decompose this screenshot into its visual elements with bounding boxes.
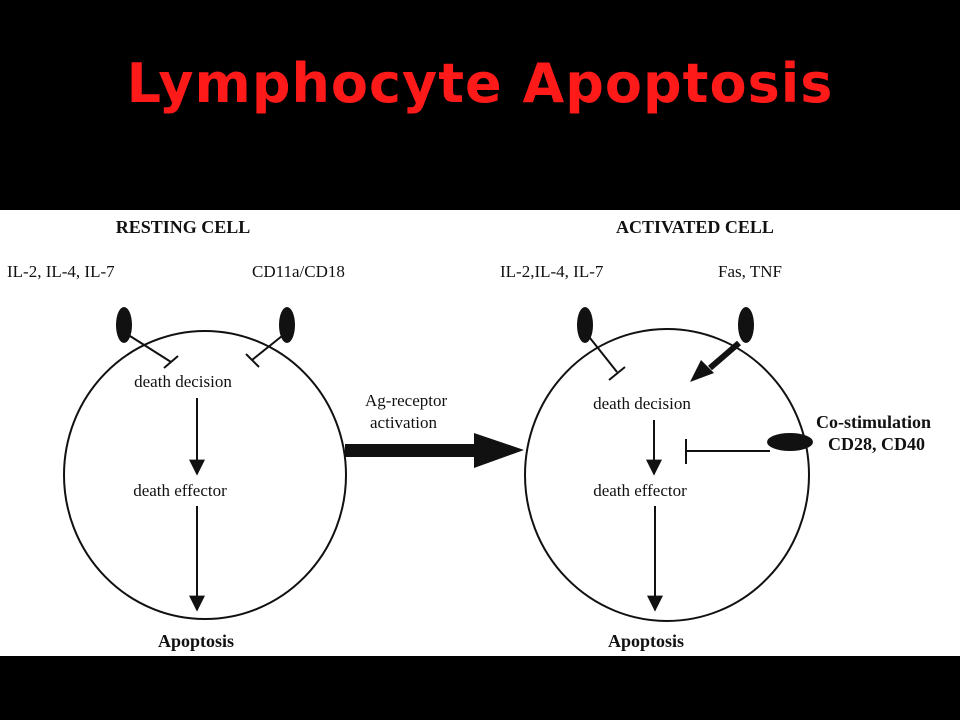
apoptosis-diagram: RESTING CELL IL-2, IL-4, IL-7 CD11a/CD18… (7, 217, 931, 651)
resting-receptor-right-label: CD11a/CD18 (252, 262, 345, 281)
resting-death-decision: death decision (134, 372, 232, 391)
costimulation-label-line1: Co-stimulation (816, 412, 931, 432)
activated-receptor-right (738, 307, 754, 343)
activated-receptor-right-label: Fas, TNF (718, 262, 782, 281)
resting-death-effector: death effector (133, 481, 227, 500)
resting-inhibit-bar-right (245, 353, 260, 368)
resting-receptor-left-label: IL-2, IL-4, IL-7 (7, 262, 115, 281)
transition-label-line2: activation (370, 413, 438, 432)
activated-fas-arrow-head (690, 360, 714, 382)
costimulation-receptor (767, 433, 813, 451)
transition-label-line1: Ag-receptor (365, 391, 447, 410)
resting-inhibit-line-left (129, 335, 172, 363)
activated-inhibit-line-left (589, 337, 618, 373)
resting-cell-membrane (63, 330, 347, 620)
resting-inhibit-bar-left (163, 355, 179, 369)
activated-apoptosis-label: Apoptosis (608, 631, 684, 651)
activated-inhibit-bar-left (608, 366, 626, 381)
activated-cell-membrane (524, 328, 810, 622)
resting-receptor-left (116, 307, 132, 343)
transition-arrow-head (474, 433, 524, 468)
costimulation-label-line2: CD28, CD40 (828, 434, 925, 454)
resting-inhibit-line-right (251, 335, 283, 361)
activated-receptor-left (577, 307, 593, 343)
diagram-panel: RESTING CELL IL-2, IL-4, IL-7 CD11a/CD18… (0, 210, 960, 656)
slide-title: Lymphocyte Apoptosis (126, 52, 834, 115)
activated-receptor-left-label: IL-2,IL-4, IL-7 (500, 262, 604, 281)
activated-fas-arrow-shaft (708, 340, 741, 371)
activated-death-decision: death decision (593, 394, 691, 413)
resting-receptor-right (279, 307, 295, 343)
transition-arrow-shaft (345, 444, 475, 457)
resting-apoptosis-label: Apoptosis (158, 631, 234, 651)
activated-cell-header: ACTIVATED CELL (616, 217, 774, 237)
activated-death-effector: death effector (593, 481, 687, 500)
resting-cell-header: RESTING CELL (116, 217, 251, 237)
